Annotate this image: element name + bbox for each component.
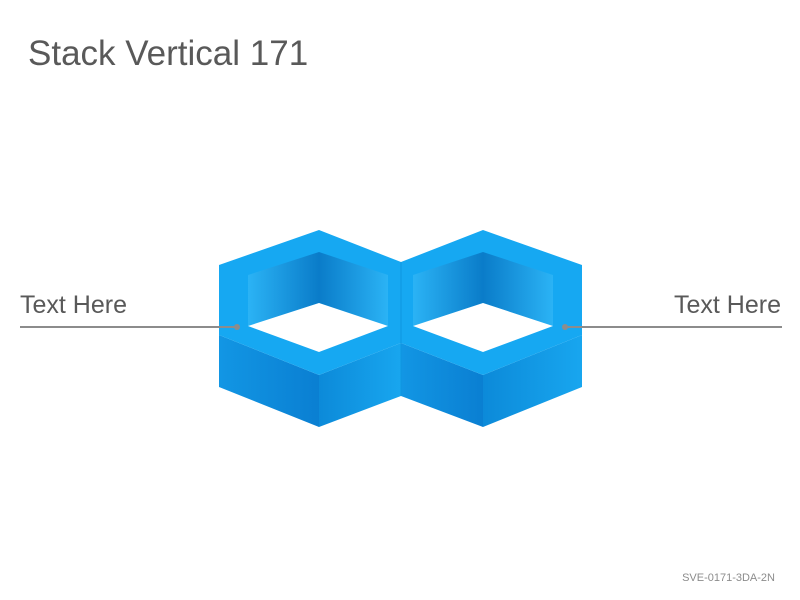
right-ring-hole [413, 303, 553, 352]
right-hexagon-ring [401, 230, 582, 427]
right-ring-front-right-face [483, 335, 582, 427]
right-ring-front-left-face [401, 343, 483, 427]
right-ring-inner-wall-left [413, 252, 483, 326]
right-ring-inner-wall-right [483, 252, 553, 326]
left-hexagon-ring [219, 230, 401, 427]
left-connector-dot [234, 324, 240, 330]
left-ring-hole [248, 303, 388, 352]
left-ring-inner-wall-left [248, 252, 319, 326]
slide-code: SVE-0171-3DA-2N [682, 572, 775, 584]
right-connector-dot [562, 324, 568, 330]
right-text-label: Text Here [674, 291, 781, 319]
left-ring-inner-wall-right [319, 252, 388, 326]
left-ring-front-left-face [219, 335, 319, 427]
left-ring-front-right-face [319, 343, 401, 427]
slide-title: Stack Vertical 171 [28, 34, 309, 73]
left-text-label: Text Here [20, 291, 127, 319]
